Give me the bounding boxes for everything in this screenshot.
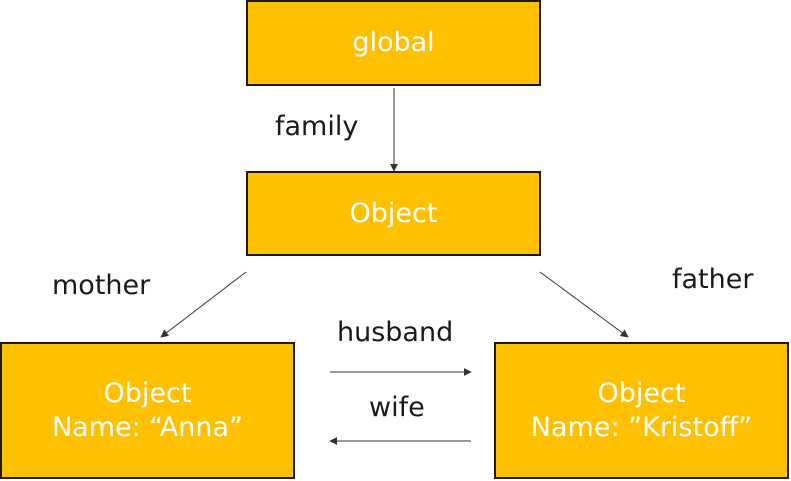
anna-object-node: Object Name: “Anna”: [0, 342, 295, 479]
object-root-node: Object: [246, 171, 541, 256]
family-edge-label: family: [275, 111, 359, 142]
anna-object-name: Name: “Anna”: [51, 411, 244, 443]
global-node: global: [246, 0, 541, 86]
kristoff-object-type: Object: [597, 377, 686, 409]
global-node-label: global: [352, 27, 435, 59]
anna-object-type: Object: [103, 377, 192, 409]
father-edge-label: father: [672, 264, 754, 295]
father-edge: [539, 271, 629, 338]
mother-edge: [160, 271, 247, 338]
kristoff-object-node: Object Name: ”Kristoff”: [494, 342, 789, 479]
mother-edge-label: mother: [52, 270, 151, 301]
husband-edge-label: husband: [337, 317, 454, 348]
wife-edge-label: wife: [369, 392, 425, 423]
object-root-node-label: Object: [349, 197, 438, 229]
kristoff-object-name: Name: ”Kristoff”: [530, 411, 753, 443]
